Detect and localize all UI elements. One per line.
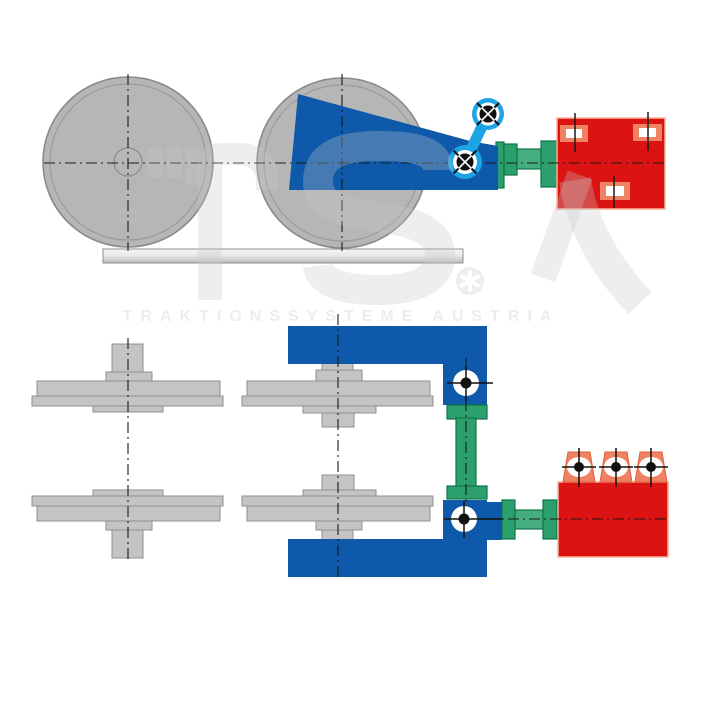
bearing-icon	[472, 98, 504, 130]
cardan-coupling-side	[503, 140, 558, 188]
logo-letter-t-icon	[198, 143, 278, 300]
hub-plate	[302, 405, 377, 414]
motor-mount-hole	[566, 129, 582, 138]
tsa-logo-marks	[148, 143, 278, 300]
tsa-watermark: TRAKTIONSSYSTEME AUSTRIA	[123, 130, 652, 325]
longitudinal-shaft	[446, 404, 488, 500]
side-view-centerlines	[44, 74, 664, 251]
terminal-bearing-icon	[634, 448, 668, 487]
hub-step	[105, 371, 153, 382]
plan-view	[31, 314, 669, 580]
bearing-icon	[447, 366, 493, 401]
hub-step	[315, 520, 363, 531]
coupling-flange	[540, 140, 558, 188]
bearing-icon	[448, 145, 482, 179]
shaft-flange	[446, 404, 488, 420]
logo-letter-s-icon	[302, 130, 456, 306]
terminal-bearing-icon	[599, 448, 633, 487]
frame-bottom-arm	[288, 539, 487, 577]
rail	[102, 248, 464, 264]
shaft-flange	[446, 485, 488, 500]
logo-letter-a-icon	[530, 170, 652, 315]
frame-output-boss	[487, 502, 502, 540]
motor-mount-hole	[606, 186, 624, 196]
coupling-flange	[503, 143, 518, 176]
terminal-bearing-icon	[562, 448, 596, 487]
watermark-text: TRAKTIONSSYSTEME AUSTRIA	[123, 308, 560, 325]
asterisk-icon	[456, 267, 484, 295]
coupling-shaft	[516, 148, 542, 170]
side-view	[42, 74, 666, 264]
logo-bar-icon	[167, 147, 182, 178]
logo-bar-icon	[148, 147, 163, 178]
hub-step	[315, 369, 363, 382]
logo-bar-icon	[185, 147, 200, 185]
torque-link	[448, 98, 504, 179]
bearing-icon	[444, 501, 502, 538]
frame-top-arm	[288, 326, 487, 364]
hub-step	[105, 520, 153, 531]
gearbox-housing	[289, 94, 498, 190]
